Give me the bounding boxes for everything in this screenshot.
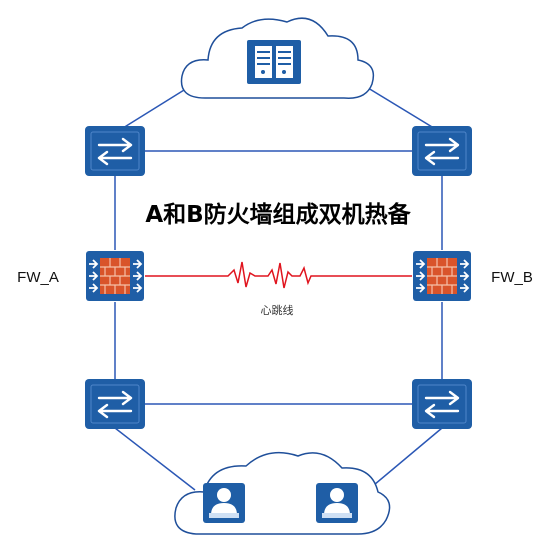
user-terminal-icon-right bbox=[316, 483, 358, 523]
firewall-icon-a bbox=[85, 250, 145, 302]
diagram-title: A和B防火墙组成双机热备 bbox=[145, 201, 411, 228]
link-lines bbox=[114, 76, 443, 491]
server-rack-icon bbox=[247, 40, 301, 84]
link-switch-cloud-br bbox=[367, 427, 443, 491]
switch-icon-bottom-right bbox=[410, 377, 474, 431]
firewall-icon-b bbox=[412, 250, 472, 302]
heartbeat-label: 心跳线 bbox=[261, 303, 294, 317]
switch-icon-bottom-left bbox=[83, 377, 147, 431]
heartbeat-line bbox=[145, 261, 412, 289]
user-terminal-icon-left bbox=[203, 483, 245, 523]
link-switch-cloud-bl bbox=[114, 427, 196, 491]
firewall-b-label: FW_B bbox=[491, 269, 533, 286]
switch-icon-top-left bbox=[83, 124, 147, 178]
firewall-a-label: FW_A bbox=[17, 269, 59, 286]
cloud-icon-bottom bbox=[174, 451, 391, 535]
cloud-icon-top bbox=[180, 17, 375, 99]
switch-icon-top-right bbox=[410, 124, 474, 178]
